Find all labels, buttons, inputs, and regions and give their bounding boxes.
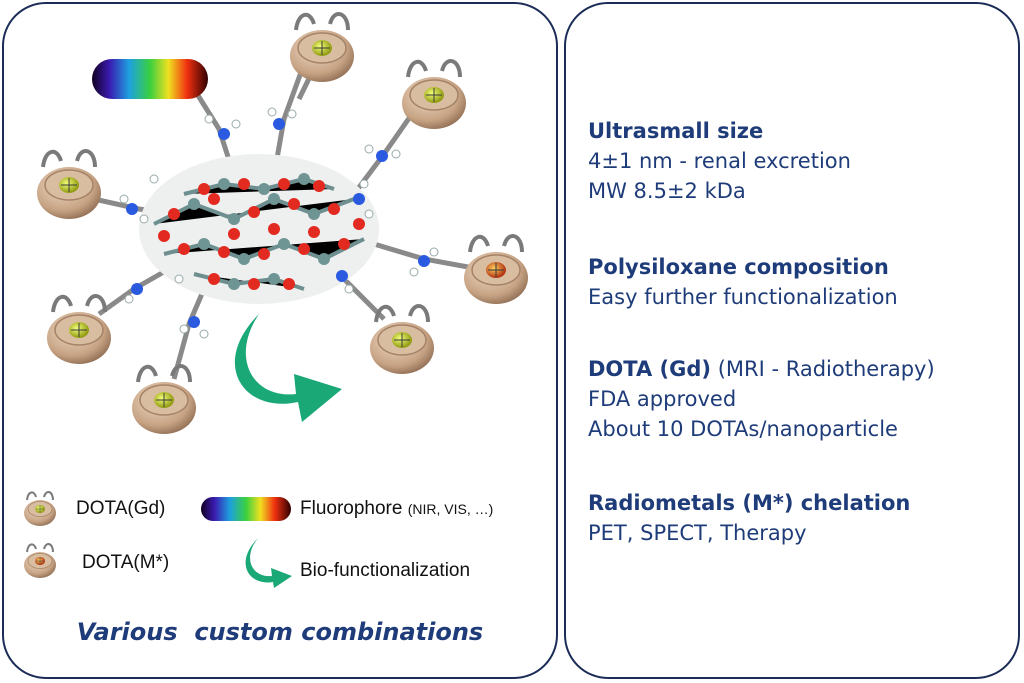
feature-heading: Ultrasmall size [588,119,764,143]
feature-heading: Radiometals (M*) chelation [588,491,911,515]
legend-dota-gd: DOTA(Gd) [76,498,166,519]
feature-line: About 10 DOTAs/nanoparticle [588,417,898,441]
right-panel: Ultrasmall size 4±1 nm - renal excretion… [564,2,1020,679]
feature-polysiloxane: Polysiloxane composition Easy further fu… [588,252,1008,312]
feature-line: 4±1 nm - renal excretion [588,149,851,173]
dota-gd-icon [23,490,57,526]
feature-line: PET, SPECT, Therapy [588,521,807,545]
legend-bio: Bio-functionalization [300,560,471,581]
feature-heading: Polysiloxane composition [588,255,889,279]
legend-fluorophore-note: (NIR, VIS, …) [407,501,494,517]
legend-fluorophore: Fluorophore (NIR, VIS, …) [300,498,493,520]
bio-arrow-icon [234,314,342,422]
feature-ultrasmall: Ultrasmall size 4±1 nm - renal excretion… [588,116,1008,206]
feature-line: FDA approved [588,387,737,411]
dota-m-icon [23,542,57,578]
feature-dota-gd: DOTA (Gd) (MRI - Radiotherapy) FDA appro… [588,354,1008,444]
legend-fluorophore-label: Fluorophore [300,498,403,519]
bio-legend-icon [245,538,292,588]
legend-dota-m: DOTA(M*) [82,552,170,573]
feature-radiometals: Radiometals (M*) chelation PET, SPECT, T… [588,488,1008,548]
feature-line: Easy further functionalization [588,285,898,309]
polysiloxane-core [119,107,439,339]
tagline: Various custom combinations [76,618,484,646]
feature-heading: DOTA (Gd) [588,357,712,381]
feature-heading-note: (MRI - Radiotherapy) [711,357,935,381]
fluorophore-icon [92,59,208,99]
left-panel: DOTA(Gd) DOTA(M*) Fluorophore (NIR, VIS,… [2,2,558,679]
nanoparticle-illustration [35,11,530,436]
feature-line: MW 8.5±2 kDa [588,179,746,203]
fluorophore-legend-icon [201,497,291,521]
